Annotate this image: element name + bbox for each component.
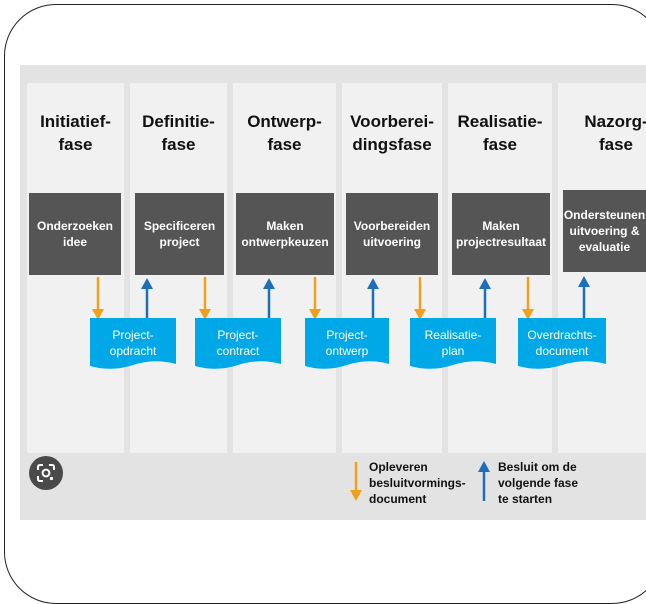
arrow-down-icon — [198, 277, 212, 326]
activity-box: Maken projectresultaat — [452, 193, 550, 275]
document-label: Project- contract — [216, 328, 260, 358]
activity-box: Specificeren project — [135, 193, 224, 275]
document-label: Project- opdracht — [109, 328, 157, 358]
arrow-up-icon — [478, 278, 492, 325]
arrow-up-icon — [262, 278, 276, 325]
document-shape: Realisatie- plan — [410, 318, 496, 373]
arrow-up-icon — [366, 278, 380, 325]
phase-title: Nazorg- fase — [584, 112, 646, 154]
arrow-up-icon — [140, 278, 154, 325]
arrow-up-icon — [577, 276, 591, 325]
phase-title: Voorberei- dingsfase — [350, 112, 434, 154]
phase-title: Initiatief- fase — [40, 112, 111, 154]
document-label: Realisatie- plan — [424, 328, 482, 358]
arrow-up-icon — [477, 461, 491, 506]
arrow-down-icon — [308, 277, 322, 326]
document-shape: Project- opdracht — [90, 318, 176, 373]
document-shape: Overdrachts- document — [518, 318, 606, 373]
activity-box: Onderzoeken idee — [29, 193, 121, 275]
activity-box: Voorbereiden uitvoering — [346, 193, 438, 275]
legend-deliver-label: Opleveren besluitvormings- document — [369, 460, 466, 506]
document-label: Project- ontwerp — [325, 328, 369, 358]
phase-title: Ontwerp- fase — [247, 112, 322, 154]
arrow-down-icon — [413, 277, 427, 326]
legend-start-label: Besluit om de volgende fase te starten — [498, 460, 579, 506]
google-lens-icon[interactable] — [29, 456, 63, 490]
activity-box: Ondersteunen uitvoering & evaluatie — [563, 190, 646, 272]
activity-box: Maken ontwerpkeuzen — [236, 193, 334, 275]
arrow-down-icon — [91, 277, 105, 326]
arrow-down-icon — [521, 277, 535, 326]
document-shape: Project- ontwerp — [305, 318, 389, 373]
phase-title: Realisatie- fase — [457, 112, 543, 154]
phase-title: Definitie- fase — [142, 112, 215, 154]
arrow-down-icon — [349, 462, 363, 507]
document-label: Overdrachts- document — [527, 328, 597, 358]
document-shape: Project- contract — [195, 318, 281, 373]
